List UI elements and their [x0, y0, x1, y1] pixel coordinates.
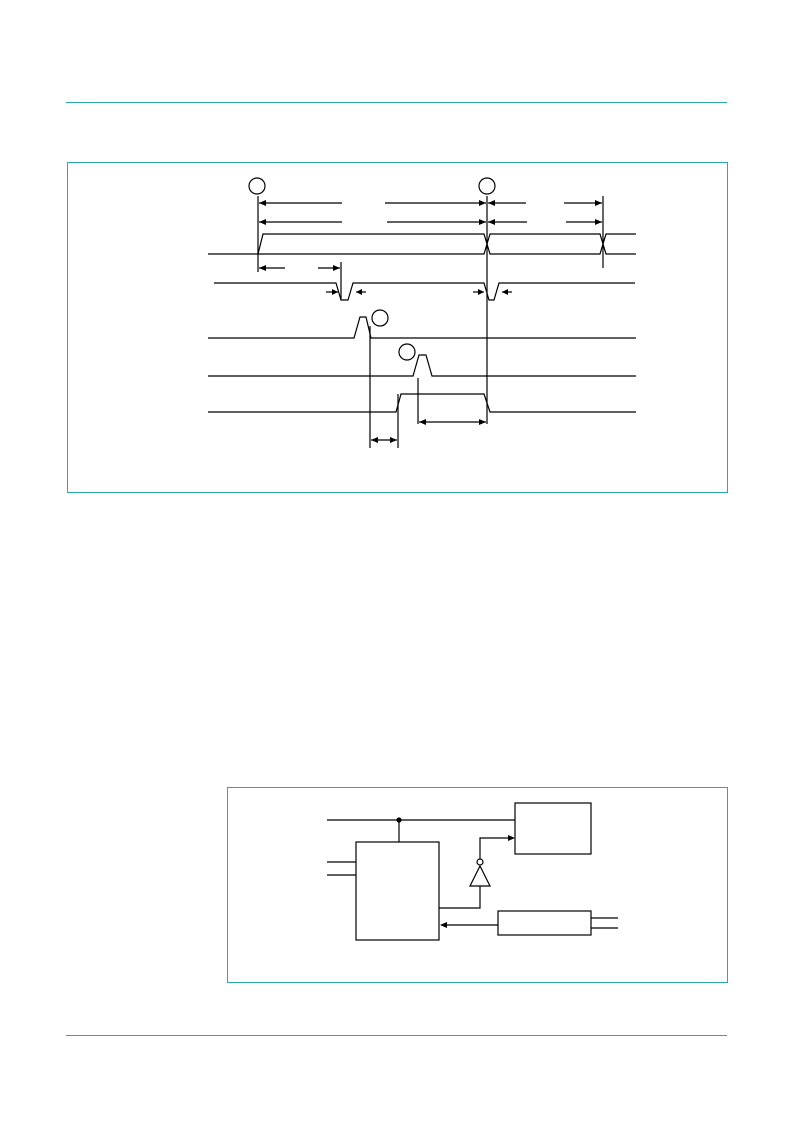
block-diagram-frame — [227, 787, 728, 983]
lower-block-arrow — [440, 922, 447, 928]
dimension-row-4 — [371, 419, 486, 443]
signal-5 — [208, 393, 636, 413]
main-ic-block — [355, 841, 440, 941]
circle-marker-3 — [371, 309, 389, 327]
signal-4 — [208, 354, 636, 377]
dimension-row-2 — [259, 219, 602, 225]
dimension-row-1 — [259, 200, 602, 206]
header-rule — [66, 102, 727, 103]
pulse-width-arrows — [326, 289, 512, 295]
circle-marker-4 — [398, 343, 416, 361]
timing-diagram-frame — [67, 162, 728, 493]
circle-marker-2 — [478, 177, 496, 195]
upper-right-block — [514, 802, 592, 855]
signal-2 — [214, 282, 635, 301]
lower-right-block — [497, 910, 592, 936]
inverter-to-block — [479, 837, 513, 859]
dimension-row-3 — [259, 265, 340, 271]
inverter-gate — [469, 864, 491, 887]
inverter-arrow — [508, 835, 515, 841]
signal-1-high — [258, 233, 636, 255]
circle-marker-1 — [248, 177, 266, 195]
main-to-inverter — [439, 886, 481, 909]
footer-rule — [66, 1035, 727, 1036]
signal-3 — [208, 316, 636, 339]
inverter-bubble — [476, 858, 484, 866]
